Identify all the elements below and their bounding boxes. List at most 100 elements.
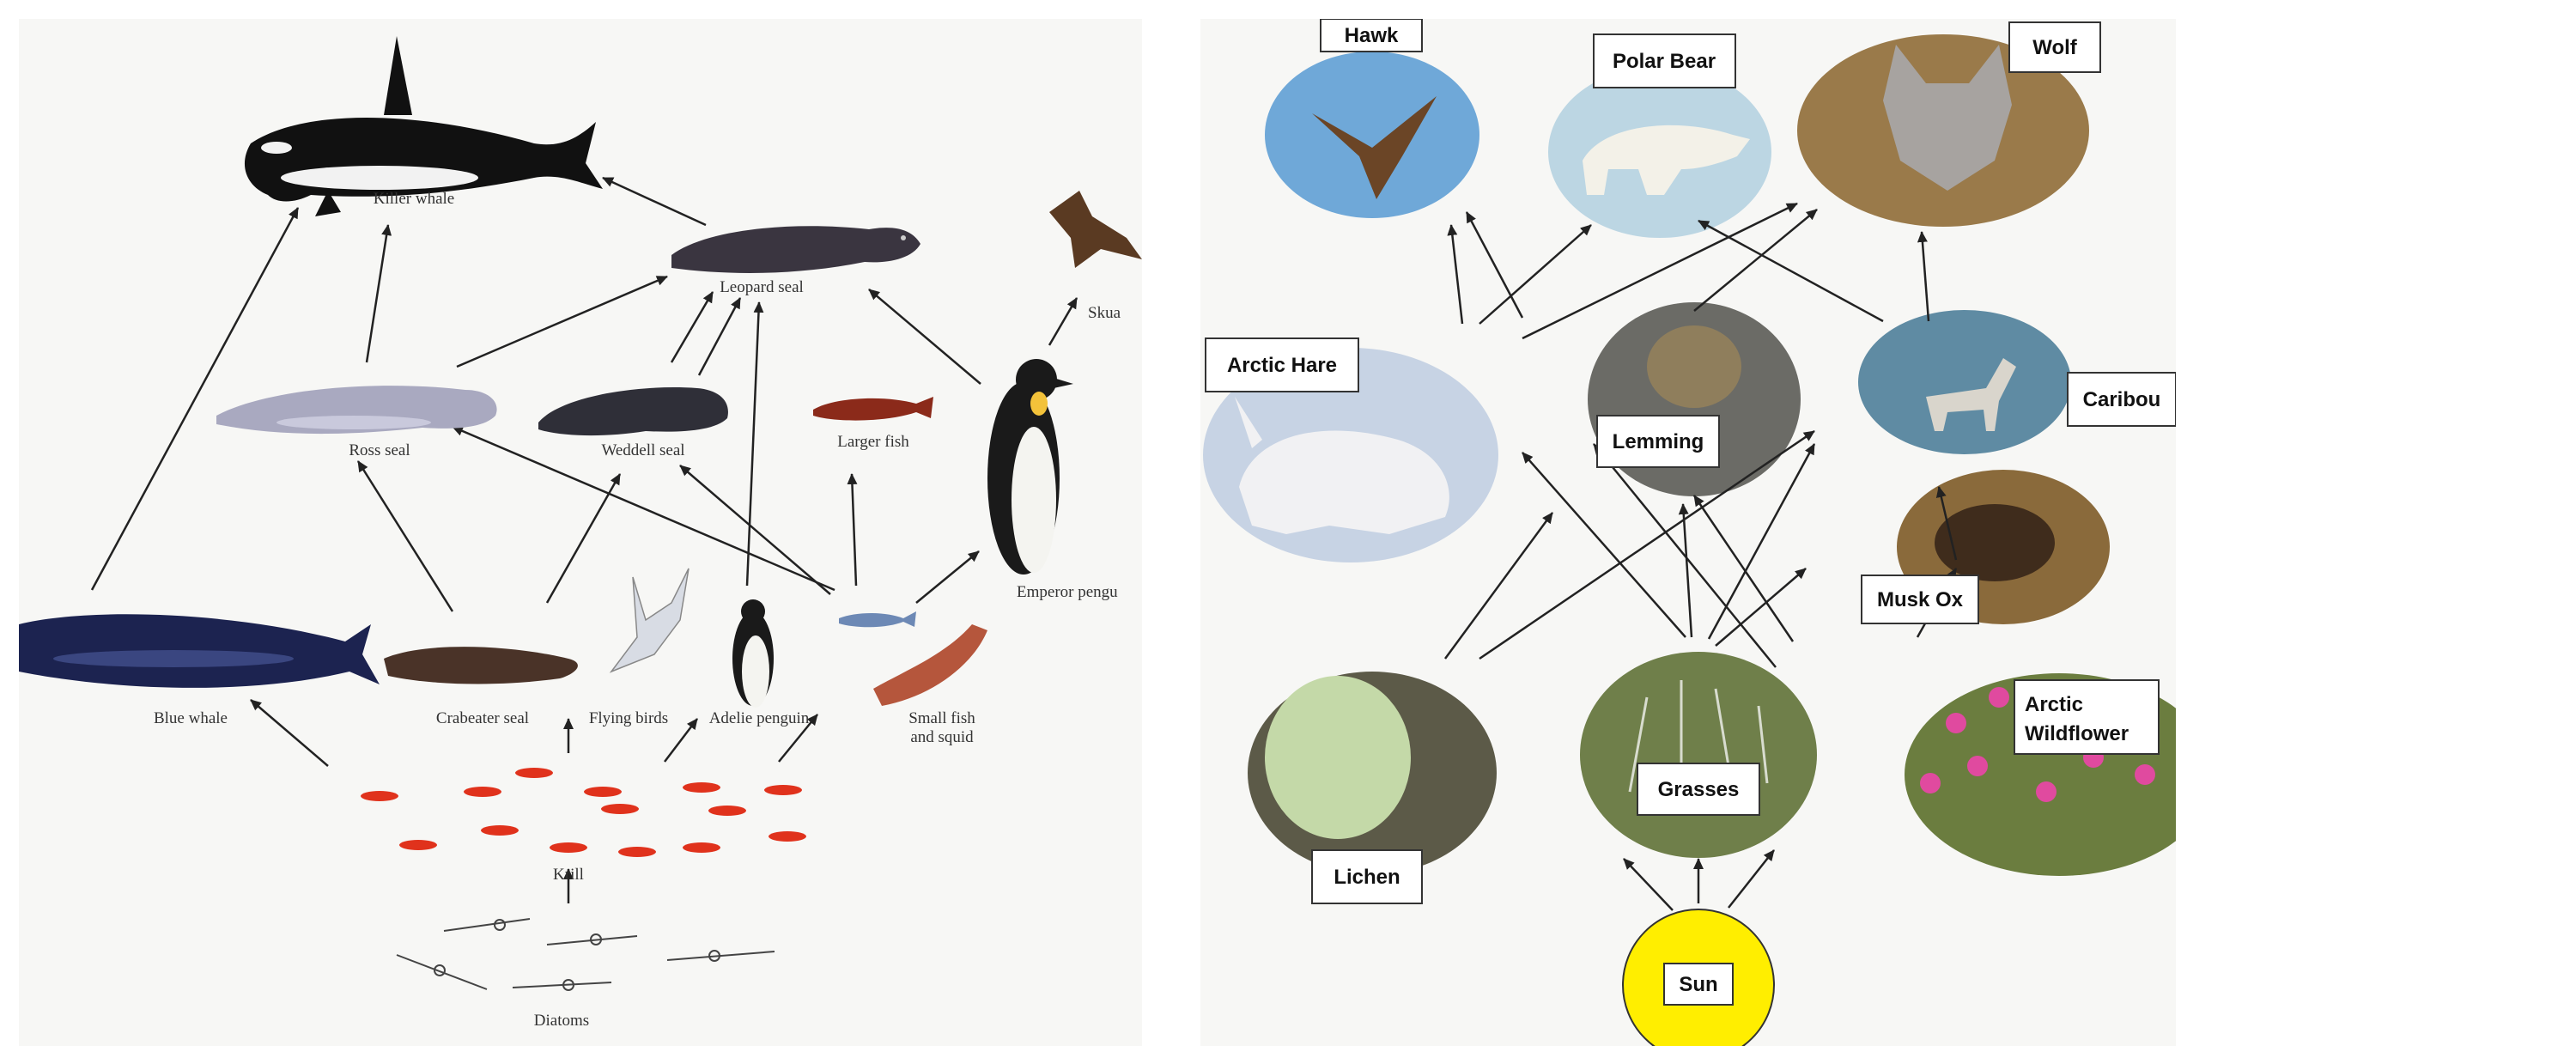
lemming-label: Lemming [1613, 430, 1704, 453]
polar-bear-label-box [1593, 33, 1736, 88]
killer-whale-label: Killer whale [374, 190, 454, 208]
larger-fish-illustration [813, 397, 933, 421]
skua-illustration [1049, 191, 1142, 268]
arctic-hare-figure [1239, 430, 1449, 534]
ross-seal-label: Ross seal [349, 441, 410, 459]
arrow-emperor-leopardseal [868, 289, 981, 385]
arrow-lichen-hare [1443, 512, 1554, 660]
leopard-seal-illustration [671, 226, 920, 273]
grasses-label-box [1637, 763, 1760, 816]
arrow-muskox-caribou-bend [1935, 486, 1958, 561]
small-fish-label-line1: Small fish [908, 709, 975, 727]
arrow-emperor-skua [1048, 297, 1078, 346]
arctic-wildflower-label-line1: Arctic [2025, 693, 2083, 716]
arrow-rossseal-killerwhale [365, 224, 392, 363]
lichen-figure [1265, 676, 1411, 839]
arrow-smallfish-emperor [915, 550, 980, 604]
arrow-smallfish-largerfish [847, 473, 858, 587]
killer-whale-illustration [244, 36, 603, 216]
musk-ox-figure [1935, 504, 2055, 581]
weddell-seal-label: Weddell seal [601, 441, 684, 459]
grasses-image [1580, 652, 1817, 858]
arrow-wildflower-lemming [1692, 495, 1795, 642]
wolf-label: Wolf [2032, 36, 2078, 59]
arctic-food-web: Hawk Polar Bear Wolf Arctic Hare Lemming… [1200, 19, 2176, 1046]
arrow-leopardseal-killerwhale [602, 176, 707, 227]
blue-whale-illustration [19, 614, 380, 688]
arrow-grasses-lemming [1678, 503, 1693, 638]
small-fish-squid-illustration [839, 611, 987, 706]
emperor-penguin-illustration [987, 359, 1073, 575]
arrow-grasses-hare [1522, 452, 1686, 638]
skua-label: Skua [1088, 304, 1121, 322]
arrow-sun-wildflower [1728, 849, 1775, 909]
hawk-figure [1312, 96, 1437, 199]
krill-label: Krill [553, 866, 584, 884]
diatoms-illustration [396, 918, 775, 991]
arrow-lemming-hawk [1465, 211, 1524, 319]
arrow-rossseal-leopardseal [456, 275, 668, 368]
leopard-seal-label: Leopard seal [720, 278, 804, 296]
sun-label-box [1663, 963, 1734, 1006]
krill-illustration [361, 768, 806, 857]
arrow-krill-adelie [664, 718, 698, 763]
arrow-hare-wolf [1522, 202, 1798, 340]
sun-label: Sun [1679, 973, 1717, 996]
arrow-hare-polarbear [1479, 224, 1592, 325]
adelie-penguin-label: Adelie penguin [709, 709, 810, 727]
musk-ox-label: Musk Ox [1877, 588, 1964, 611]
emperor-penguin-label: Emperor pengu [1017, 583, 1118, 601]
feeding-arrows [90, 176, 1078, 903]
arrow-crabeater-rossseal [356, 460, 454, 612]
arrow-crabeater-weddell [545, 473, 622, 604]
caribou-figure [1926, 358, 2016, 431]
arrow-krill-bluewhale [250, 699, 329, 767]
lemming-figure [1647, 325, 1741, 408]
antarctic-food-web: Killer whale Leopard seal Skua Ross seal… [19, 19, 1142, 1046]
arctic-hare-label-box [1205, 337, 1359, 392]
arctic-hare-label: Arctic Hare [1227, 354, 1337, 377]
polar-bear-figure [1583, 125, 1750, 195]
arrow-lichen-caribou [1479, 429, 1815, 660]
caribou-image [1858, 310, 2071, 454]
wolf-label-box [2008, 21, 2101, 73]
arctic-hare-ear [1235, 397, 1262, 448]
polar-bear-label: Polar Bear [1613, 50, 1716, 73]
arrow-wildflower-hare [1593, 443, 1777, 668]
blue-whale-label: Blue whale [154, 709, 228, 727]
arrow-bluewhale-killerwhale [90, 207, 300, 591]
arrow-weddell-leopardseal-1 [670, 291, 714, 363]
ross-seal-illustration [216, 386, 497, 435]
label-boxes: Hawk Polar Bear Wolf Arctic Hare Lemming… [1205, 19, 2176, 1006]
arctic-food-web-diagram: Hawk Polar Bear Wolf Arctic Hare Lemming… [1203, 19, 2176, 1046]
arrow-lemming-wolf [1693, 209, 1818, 312]
arrow-krill-smallfish [778, 714, 818, 763]
adelie-penguin-illustration [732, 599, 774, 708]
crabeater-seal-illustration [384, 647, 578, 684]
arrow-smallfish-weddell [679, 465, 831, 595]
arrow-caribou-wolf [1917, 231, 1930, 322]
hawk-label-box [1320, 19, 1423, 52]
hawk-image [1265, 52, 1479, 218]
musk-ox-label-box [1861, 575, 1979, 624]
arrow-grasses-muskox [1715, 568, 1807, 647]
arrow-smallfish-rossseal [452, 425, 835, 592]
arrow-hare-hawk [1447, 224, 1464, 325]
antarctic-food-web-diagram: Killer whale Leopard seal Skua Ross seal… [19, 36, 1142, 1030]
lichen-label: Lichen [1334, 866, 1400, 889]
diatoms-label: Diatoms [534, 1012, 589, 1030]
arrow-adelie-leopardseal [745, 301, 764, 587]
arrow-caribou-polarbear [1698, 219, 1884, 323]
lichen-label-box [1311, 849, 1423, 904]
flying-birds-illustration [609, 568, 690, 673]
grasses-label: Grasses [1658, 778, 1740, 801]
larger-fish-label: Larger fish [837, 433, 909, 451]
crabeater-seal-label: Crabeater seal [436, 709, 529, 727]
arrow-weddell-leopardseal-2 [697, 297, 742, 376]
arctic-wildflower-label-box [2014, 679, 2160, 755]
hawk-label: Hawk [1345, 24, 1399, 47]
arrow-sun-lichen [1623, 858, 1674, 911]
weddell-seal-illustration [538, 387, 728, 436]
caribou-label-box [2067, 372, 2176, 427]
feeding-arrows [1443, 202, 1958, 911]
